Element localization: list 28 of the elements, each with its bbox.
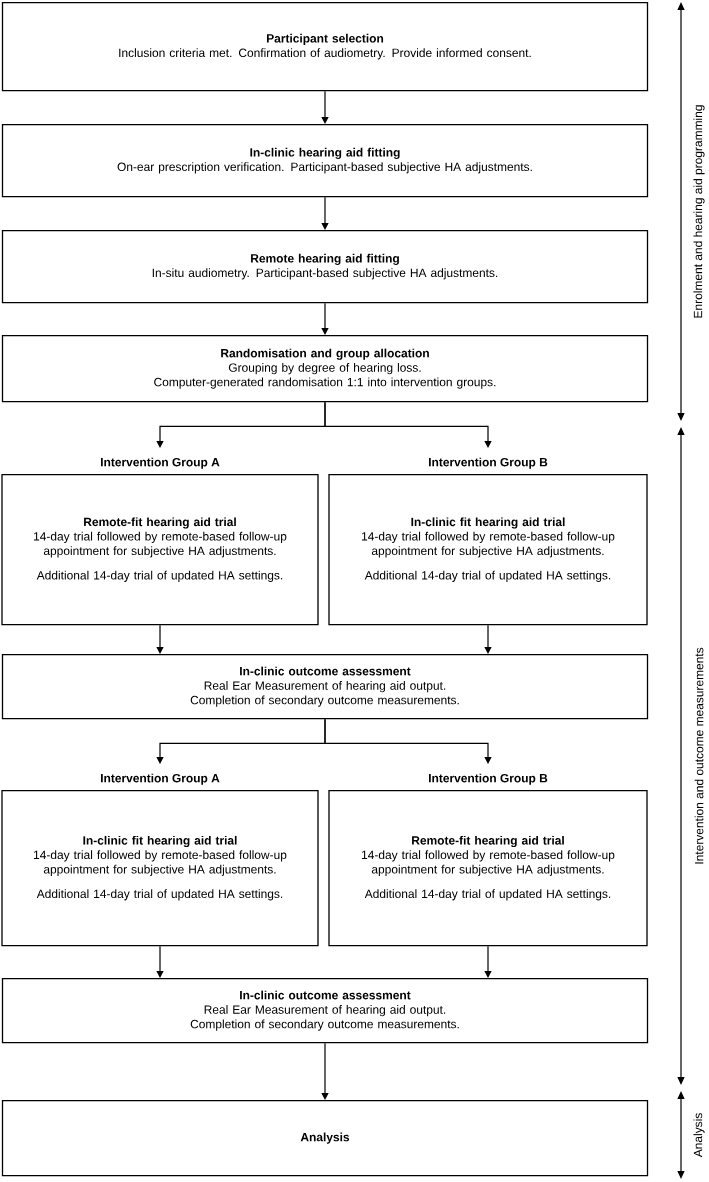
arrow [156, 624, 164, 654]
process-box: In-clinic outcome assessment Real Ear Measurement of hearing aid output. Completion of secondary outcome measurements. [1, 978, 649, 1044]
process-box: In-clinic outcome assessment Real Ear Measurement of hearing aid output. Completion of secondary outcome measurements. [1, 654, 649, 720]
analysis-box: Analysis [1, 1100, 649, 1177]
process-box: In-clinic hearing aid fitting On-ear prescription verification. Participant-based subjective HA adjustments. [1, 123, 649, 198]
group-heading: Intervention Group A [101, 457, 220, 469]
arrow [324, 401, 492, 448]
arrow [484, 945, 492, 978]
arrow [321, 302, 329, 335]
group-heading: Intervention Group B [429, 773, 548, 785]
phase-label: Intervention and outcome measurements [694, 647, 704, 864]
arrow [321, 1042, 329, 1100]
arrow [484, 624, 492, 654]
phase-label: Enrolment and hearing aid programming [693, 105, 705, 318]
phase-label: Analysis [693, 1113, 705, 1158]
trial-box: Remote-fit hearing aid trial 14-day trial followed by remote-based follow-up appointment for subjective HA adjustments. Additional 14-day trial of updated HA settings. [1, 474, 319, 626]
group-heading: Intervention Group A [101, 773, 220, 785]
process-box: Randomisation and group allocation Grouping by degree of hearing loss. Computer-generated randomisation 1:1 into intervention groups. [1, 335, 649, 403]
group-heading: Intervention Group B [429, 457, 548, 469]
process-box: Participant selection Inclusion criteria met. Confirmation of audiometry. Provide informed consent. [1, 2, 649, 92]
arrow [321, 196, 329, 230]
trial-box: In-clinic fit hearing aid trial 14-day trial followed by remote-based follow-up appointment for subjective HA adjustments. Additional 14-day trial of updated HA settings. [328, 474, 648, 626]
arrow [156, 945, 164, 978]
process-box: Remote hearing aid fitting In-situ audiometry. Participant-based subjective HA adjustments. [1, 230, 649, 304]
trial-box: In-clinic fit hearing aid trial 14-day trial followed by remote-based follow-up appointment for subjective HA adjustments. Additional 14-day trial of updated HA settings. [1, 790, 319, 947]
arrow [324, 718, 492, 764]
arrow [321, 90, 329, 124]
trial-box: Remote-fit hearing aid trial 14-day trial followed by remote-based follow-up appointment for subjective HA adjustments. Additional 14-day trial of updated HA settings. [328, 790, 648, 947]
